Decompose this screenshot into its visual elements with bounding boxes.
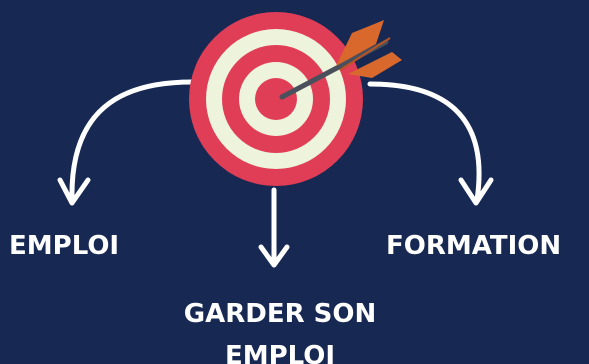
label-emploi: EMPLOI xyxy=(9,231,120,261)
label-garder-son-emploi: GARDER SON EMPLOI xyxy=(183,299,377,364)
right-curved-arrow xyxy=(367,81,494,206)
left-curved-arrow xyxy=(57,79,195,206)
target-with-arrow-icon xyxy=(189,12,402,186)
label-formation: FORMATION xyxy=(386,231,562,261)
center-down-arrow xyxy=(258,187,290,268)
